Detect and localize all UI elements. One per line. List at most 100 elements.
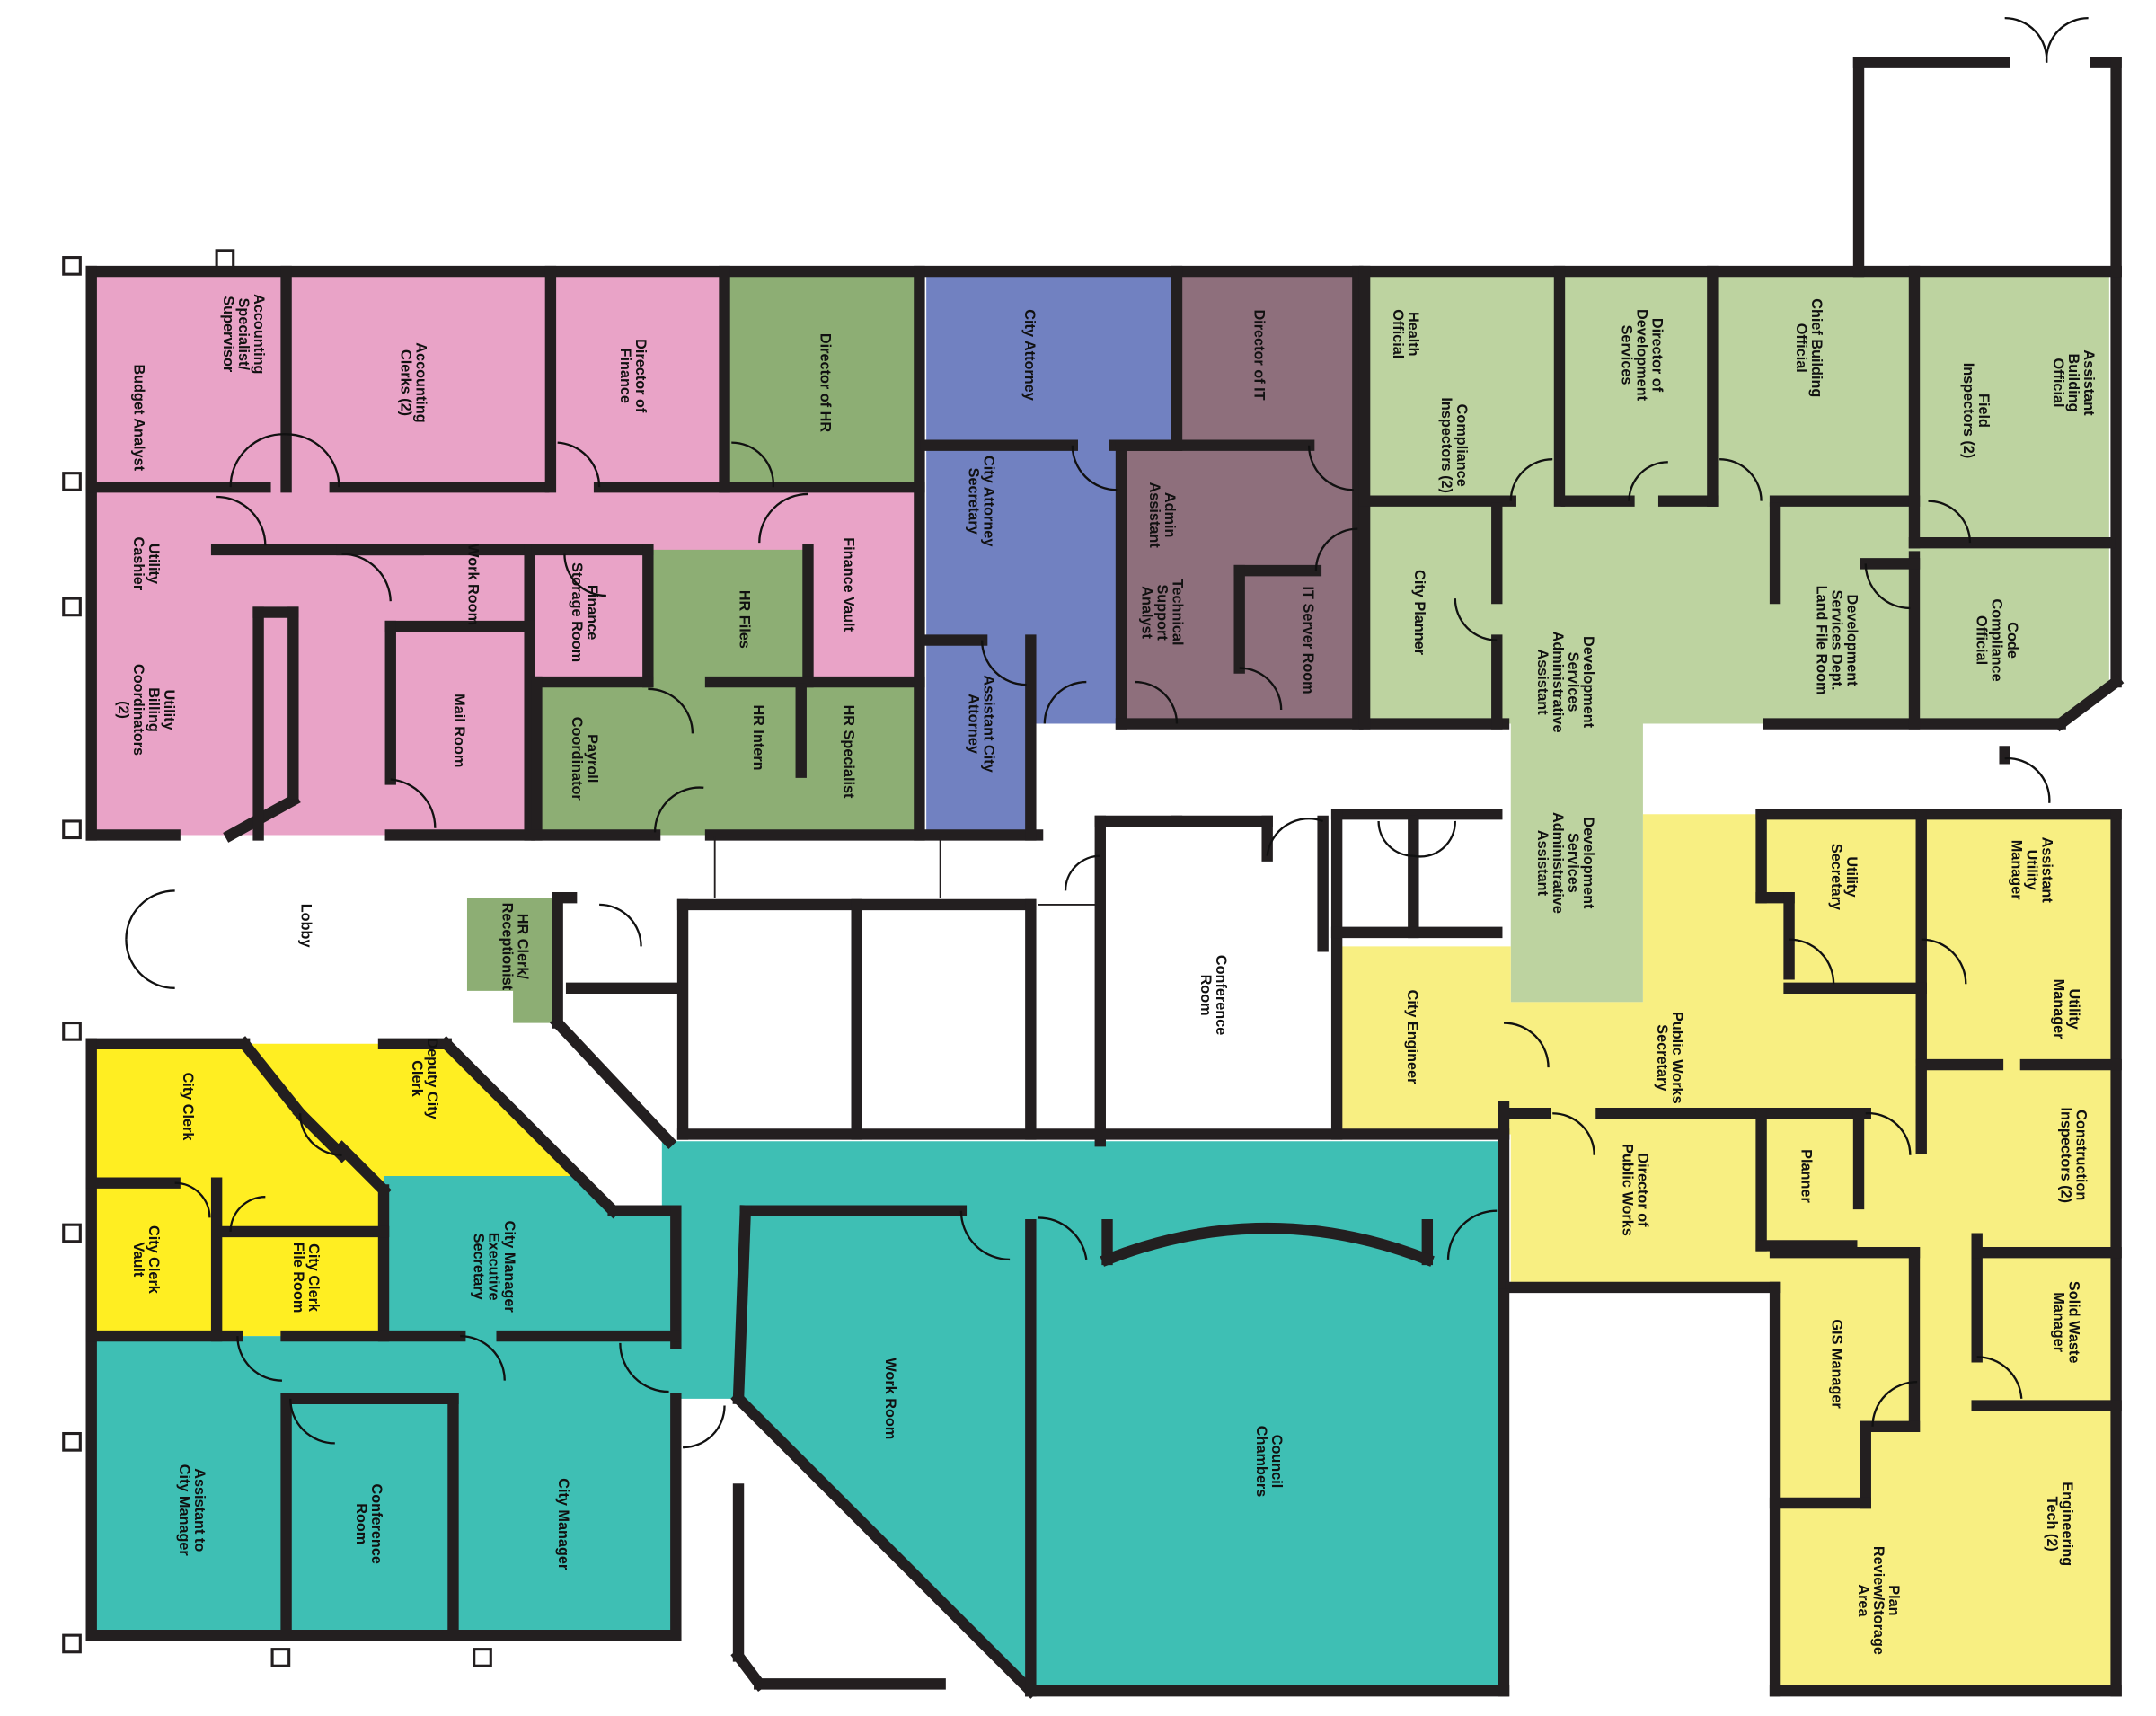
room-director-of-finance: Director ofFinance: [617, 339, 649, 413]
room-label: City Planner: [1411, 570, 1427, 655]
room-gis-manager: GIS Manager: [1829, 1319, 1845, 1409]
room-label: HR Files: [737, 590, 753, 649]
room-label: Work Room: [465, 544, 482, 625]
room-label: FieldInspectors (2): [1960, 363, 1992, 459]
room-label: GIS Manager: [1829, 1319, 1845, 1409]
room-city-manager: City Manager: [555, 1478, 571, 1570]
room-label: AssistantBuildingOfficial: [2050, 349, 2097, 416]
room-label: Chief BuildingOfficial: [1793, 298, 1825, 397]
room-label: Public WorksSecretary: [1654, 1012, 1685, 1104]
room-accounting-clerks-2: AccountingClerks (2): [397, 342, 429, 422]
door-swing: [289, 1398, 335, 1445]
room-label: AdminAssistant: [1146, 482, 1178, 549]
column: [62, 819, 82, 840]
room-label: HR Specialist: [841, 705, 857, 799]
room-city-attorney-secretary: City AttorneySecretary: [965, 456, 996, 546]
column: [62, 597, 82, 617]
room-work-room: Work Room: [882, 1358, 898, 1439]
column: [62, 1022, 82, 1041]
wall: [236, 1036, 308, 1121]
room-label: City Manager: [555, 1478, 571, 1570]
door-swing: [1552, 1112, 1595, 1155]
room-engineering-tech-2: EngineeringTech (2): [2044, 1482, 2075, 1566]
column: [62, 1633, 82, 1654]
room-council-chambers: CouncilChambers: [1253, 1426, 1285, 1497]
zone-hr: [536, 549, 920, 836]
room-label: HealthOfficial: [1390, 309, 1421, 358]
door-swing: [1864, 563, 1911, 610]
door-swing: [980, 640, 1027, 686]
room-chief-building-official: Chief BuildingOfficial: [1793, 298, 1825, 397]
room-director-of-development-services: Director ofDevelopmentServices: [1619, 309, 1666, 402]
door-swing: [1043, 680, 1087, 724]
room-construction-inspectors-2: ConstructionInspectors (2): [2057, 1107, 2089, 1203]
room-assistant-utility-manager: AssistantUtilityManager: [2008, 837, 2054, 904]
room-label: City Attorney: [1021, 309, 1038, 400]
room-label: City Engineer: [1404, 990, 1420, 1084]
room-budget-analyst: Budget Analyst: [131, 364, 147, 471]
door-swing: [1239, 667, 1283, 711]
room-solid-waste-manager: Solid WasteManager: [2051, 1281, 2082, 1363]
room-label: EngineeringTech (2): [2044, 1482, 2075, 1566]
door-swing: [1266, 818, 1324, 856]
door-swing: [125, 939, 175, 989]
door-swing: [460, 1334, 506, 1381]
door-swing: [683, 1405, 726, 1449]
room-label: AccountingSpecialist/Supervisor: [220, 294, 267, 374]
door-swing: [1454, 598, 1498, 641]
door-swing: [236, 1336, 282, 1382]
door-swing: [648, 687, 694, 734]
room-hr-intern: HR Intern: [750, 704, 766, 770]
room-label: AccountingClerks (2): [397, 342, 429, 422]
wall: [333, 1140, 392, 1199]
room-label: City ClerkVault: [130, 1225, 162, 1295]
door-swing: [1921, 938, 1967, 985]
room-utility-manager: UtilityManager: [2051, 979, 2082, 1040]
door-swing: [619, 1342, 669, 1393]
wall: [730, 1391, 1039, 1699]
door-swing: [1307, 445, 1354, 491]
wall: [732, 1205, 752, 1405]
column: [215, 249, 235, 269]
room-planner: Planner: [1798, 1149, 1815, 1203]
room-city-attorney: City Attorney: [1021, 309, 1038, 400]
room-assistant-building-official: AssistantBuildingOfficial: [2050, 349, 2097, 416]
door-swing: [1509, 458, 1553, 501]
room-director-of-public-works: Director ofPublic Works: [1619, 1144, 1650, 1236]
room-finance-storage-room: FinanceStorage Room: [569, 562, 600, 662]
door-swing: [1377, 820, 1414, 857]
door-swing: [1071, 445, 1118, 491]
room-it-server-room: IT Server Room: [1300, 587, 1316, 694]
room-health-official: HealthOfficial: [1390, 309, 1421, 358]
room-label: AssistantUtilityManager: [2008, 837, 2054, 904]
room-deputy-city-clerk: Deputy CityClerk: [409, 1038, 440, 1119]
room-city-clerk-file-room: City ClerkFile Room: [290, 1243, 322, 1314]
door-swing: [390, 778, 437, 828]
door-swing: [1928, 500, 1972, 544]
room-compliance-inspectors-2: ComplianceInspectors (2): [1438, 397, 1470, 493]
room-label: Budget Analyst: [131, 364, 147, 471]
room-label: Finance Vault: [841, 537, 857, 632]
door-swing: [1314, 527, 1358, 571]
column: [270, 1648, 291, 1667]
room-code-compliance-official: CodeComplianceOfficial: [1974, 599, 2020, 682]
door-swing: [1871, 1381, 1918, 1427]
room-work-room: Work Room: [465, 544, 482, 625]
room-label: Director ofFinance: [617, 339, 649, 413]
room-director-of-hr: Director of HR: [817, 333, 833, 432]
door-swing: [1719, 458, 1763, 501]
door-swing: [286, 433, 340, 488]
room-label: ComplianceInspectors (2): [1438, 397, 1470, 493]
door-swing: [2045, 16, 2089, 63]
room-payroll-coordinator: PayrollCoordinator: [569, 717, 600, 801]
room-mail-room: Mail Room: [451, 694, 467, 767]
door-swing: [653, 786, 704, 833]
room-label: City AttorneySecretary: [965, 456, 996, 546]
room-label: ConstructionInspectors (2): [2057, 1107, 2089, 1203]
room-city-engineer: City Engineer: [1404, 990, 1420, 1084]
zone-development: [1365, 271, 2109, 1003]
door-swing: [1446, 1209, 1498, 1260]
room-technical-support-analyst: TechnicalSupportAnalyst: [1138, 579, 1185, 646]
room-label: Mail Room: [451, 694, 467, 767]
room-label: City ManagerExecutiveSecretary: [471, 1221, 517, 1314]
